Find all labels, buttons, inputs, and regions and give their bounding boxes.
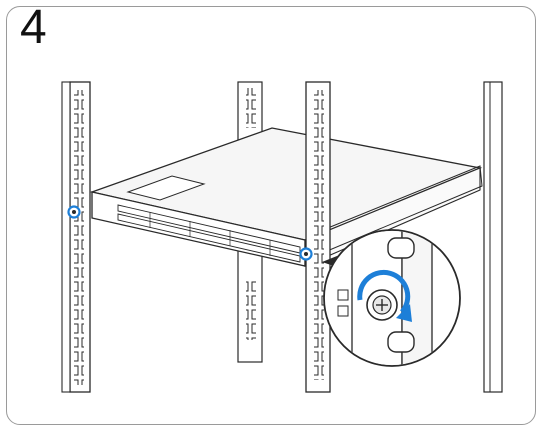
zoom-callout-icon	[323, 229, 461, 367]
clockwise-rotate-arrow-icon	[357, 269, 411, 314]
front-rack-rail-icon	[305, 81, 331, 393]
step-number: 4	[20, 1, 47, 54]
captive-screw-icon	[366, 289, 398, 321]
rear-right-rack-rail-icon	[483, 81, 503, 393]
left-rack-rail-icon	[61, 81, 91, 393]
left-screw-icon	[67, 205, 81, 219]
network-switch-icon	[89, 127, 483, 267]
right-screw-icon	[299, 247, 313, 261]
